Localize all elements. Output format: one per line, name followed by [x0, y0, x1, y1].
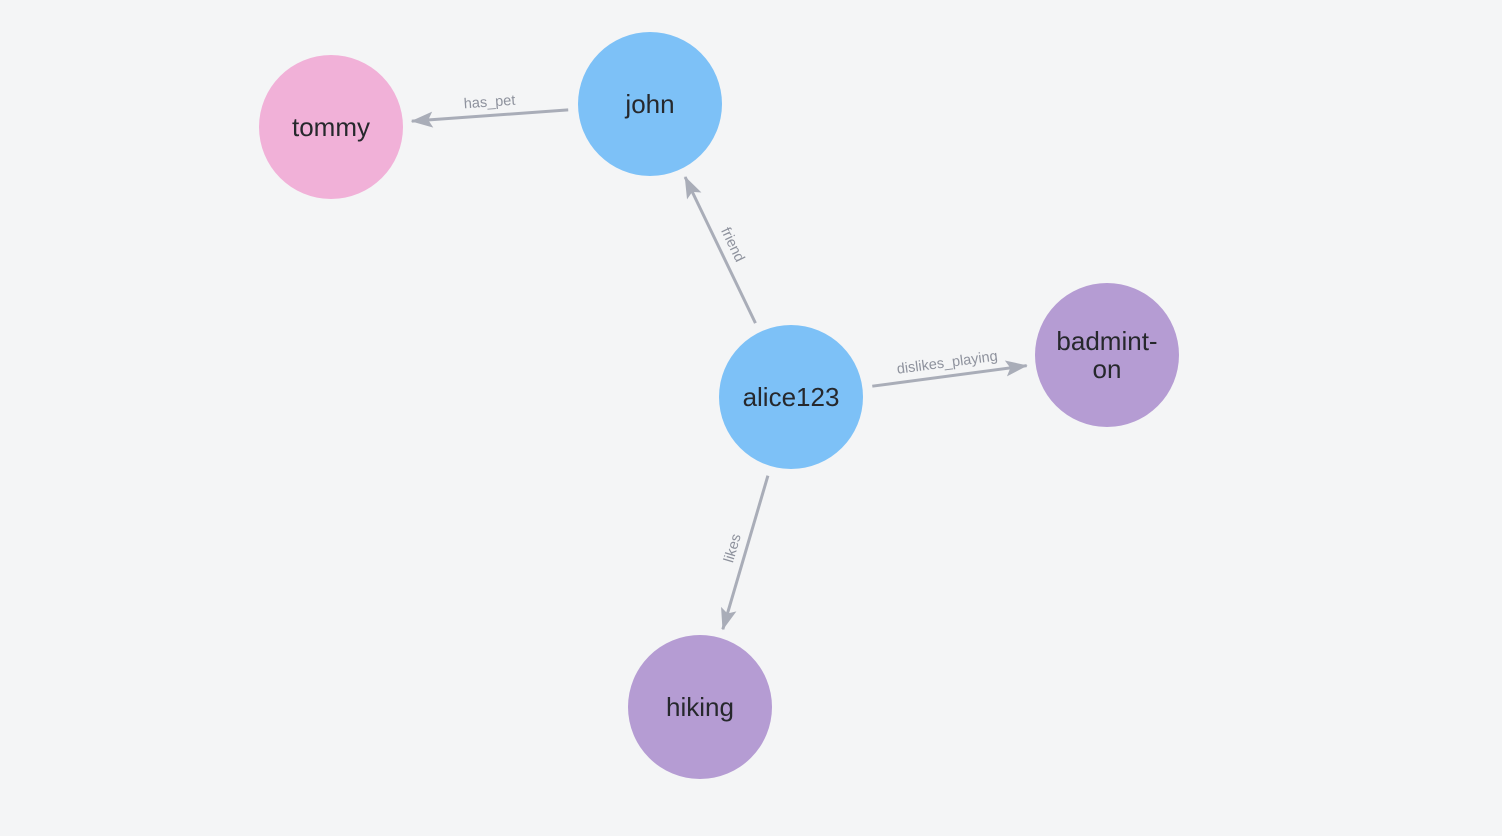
edge-label[interactable]: has_pet — [463, 93, 516, 113]
node-circle[interactable] — [628, 635, 772, 779]
edge-john-tommy[interactable]: has_pet — [410, 93, 569, 128]
edge-line[interactable] — [721, 475, 770, 631]
edge-label[interactable]: likes — [721, 532, 745, 564]
node-circle[interactable] — [719, 325, 863, 469]
edge-line[interactable] — [872, 360, 1028, 388]
node-tommy[interactable]: tommy — [259, 55, 403, 199]
node-circle[interactable] — [578, 32, 722, 176]
edge-alice123-hiking[interactable]: likes — [721, 475, 770, 631]
edge-alice123-badminton[interactable]: dislikes_playing — [872, 348, 1028, 388]
edge-label[interactable]: friend — [717, 225, 747, 265]
edge-label[interactable]: dislikes_playing — [896, 348, 999, 377]
nodes-layer: tommy john alice123 badmint-on hiking — [259, 32, 1179, 779]
edge-alice123-john[interactable]: friend — [683, 176, 757, 324]
node-hiking[interactable]: hiking — [628, 635, 772, 779]
node-circle[interactable] — [259, 55, 403, 199]
node-badminton[interactable]: badmint-on — [1035, 283, 1179, 427]
node-alice123[interactable]: alice123 — [719, 325, 863, 469]
edge-line[interactable] — [683, 176, 757, 324]
edge-line[interactable] — [410, 108, 569, 128]
node-john[interactable]: john — [578, 32, 722, 176]
node-circle[interactable] — [1035, 283, 1179, 427]
